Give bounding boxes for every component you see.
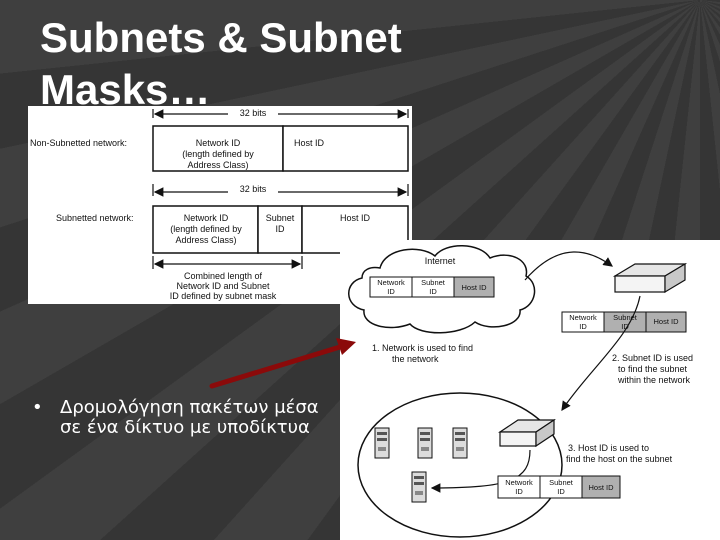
row2-cell2-line2: ID <box>276 224 286 234</box>
gateway-router <box>612 262 688 294</box>
row2-cell1-line1: Network ID <box>184 213 229 223</box>
host-computer <box>374 427 390 459</box>
step1-line2: the network <box>392 354 439 364</box>
routing-svg: Internet Network ID Subnet ID Host ID Ne… <box>348 245 693 538</box>
bullet-marker: • <box>32 397 43 418</box>
row2-cell3: Host ID <box>340 213 371 223</box>
slide-title: Subnets & Subnet Masks… <box>40 14 402 113</box>
router-network-line1: Network <box>569 313 597 322</box>
width-label-1: 32 bits <box>240 108 267 118</box>
host-network-line1: Network <box>505 478 533 487</box>
row2-cell1-line2: (length defined by <box>170 224 242 234</box>
host-subnet-line1: Subnet <box>549 478 574 487</box>
host-network-line2: ID <box>515 487 523 496</box>
host-subnet-line2: ID <box>557 487 565 496</box>
label-bg <box>228 183 278 195</box>
cloud-subnet-line2: ID <box>429 287 437 296</box>
router-host-field <box>645 311 687 333</box>
label-bg <box>228 106 278 118</box>
combined-line1: Combined length of <box>184 271 263 281</box>
step1-line1: 1. Network is used to find <box>372 343 473 353</box>
host-computer <box>411 471 427 503</box>
subnet-router <box>498 418 556 448</box>
router-network-line2: ID <box>579 322 587 331</box>
host-host-field <box>581 475 621 499</box>
cloud-host-field <box>453 276 495 298</box>
combined-line2: Network ID and Subnet <box>176 281 270 291</box>
cloud-network-line2: ID <box>387 287 395 296</box>
router-to-subnet-arrow <box>561 295 641 411</box>
row1-label: Non-Subnetted network: <box>30 138 127 148</box>
cloud-host-label: Host ID <box>461 283 487 292</box>
step2-line2: to find the subnet <box>618 364 688 374</box>
router-subnet-line2: ID <box>621 322 629 331</box>
step3-line1: 3. Host ID is used to <box>568 443 649 453</box>
row1-cell2: Host ID <box>294 138 325 148</box>
row2-label: Subnetted network: <box>56 213 134 223</box>
subnet-mask-figure: 32 bits Non-Subnetted network: Network I… <box>28 106 412 304</box>
bullet-text: Δρομολόγηση πακέτων μέσα σε ένα δίκτυο μ… <box>60 397 319 438</box>
router-subnet-line1: Subnet <box>613 313 638 322</box>
row1-network-field <box>152 125 284 172</box>
internet-label: Internet <box>425 256 456 266</box>
router-host-label: Host ID <box>653 317 679 326</box>
subnet-ellipse <box>357 392 563 538</box>
combined-line3: ID defined by subnet mask <box>170 291 277 301</box>
cloud-subnet-line1: Subnet <box>421 278 446 287</box>
host-host-label: Host ID <box>588 483 614 492</box>
row1-host-field <box>282 125 409 172</box>
cloud-to-router-arrow <box>524 251 613 281</box>
row1-cell1-line3: Address Class) <box>187 160 248 170</box>
step3-line2: find the host on the subnet <box>566 454 673 464</box>
row2-network-field <box>152 205 259 254</box>
step2-line1: 2. Subnet ID is used <box>612 353 693 363</box>
row1-cell1-line1: Network ID <box>196 138 241 148</box>
step2-line3: within the network <box>617 375 691 385</box>
row2-subnet-field <box>257 205 303 254</box>
routing-figure: Internet Network ID Subnet ID Host ID Ne… <box>340 240 720 540</box>
subnet-mask-svg: 32 bits Non-Subnetted network: Network I… <box>30 106 409 301</box>
row1-cell1-line2: (length defined by <box>182 149 254 159</box>
cloud-network-line1: Network <box>377 278 405 287</box>
row2-cell2-line1: Subnet <box>266 213 295 223</box>
host-computer <box>417 427 433 459</box>
width-label-2: 32 bits <box>240 184 267 194</box>
host-computer <box>452 427 468 459</box>
row2-cell1-line3: Address Class) <box>175 235 236 245</box>
bullet-item: • Δρομολόγηση πακέτων μέσα σε ένα δίκτυο… <box>32 398 332 438</box>
